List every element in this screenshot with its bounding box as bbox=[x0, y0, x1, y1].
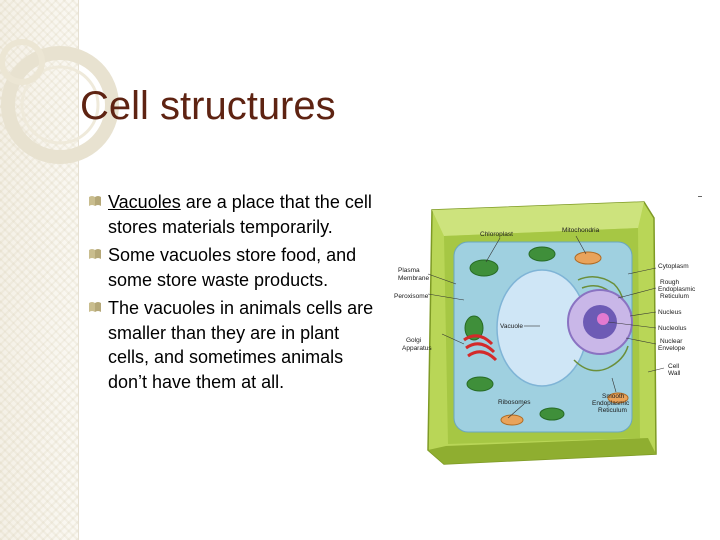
label-smooth-er: Smooth bbox=[602, 393, 625, 400]
label-mitochondria: Mitochondria bbox=[562, 227, 600, 234]
bullet-item: Vacuoles are a place that the cell store… bbox=[88, 190, 384, 239]
diagram-labels: Chloroplast Mitochondria Plasma Membrane… bbox=[394, 227, 696, 414]
label-rough-er: Reticulum bbox=[660, 293, 689, 300]
chloroplasts bbox=[464, 246, 565, 421]
bullet-list: Vacuoles are a place that the cell store… bbox=[88, 190, 384, 398]
label-chloroplast: Chloroplast bbox=[480, 231, 513, 238]
label-smooth-er: Reticulum bbox=[598, 407, 627, 414]
decorative-circles bbox=[0, 39, 119, 164]
label-vacuole: Vacuole bbox=[500, 323, 523, 330]
side-divider-line bbox=[78, 0, 79, 540]
mitochondria bbox=[500, 251, 629, 426]
label-golgi: Golgi bbox=[406, 337, 421, 344]
book-bullet-icon bbox=[89, 196, 101, 206]
bullet-term: Vacuoles bbox=[108, 192, 181, 212]
bullet-text: The vacuoles in animals cells are smalle… bbox=[108, 298, 374, 392]
bullet-text: Some vacuoles store food, and some store… bbox=[108, 245, 357, 290]
label-nucleolus: Nucleolus bbox=[658, 325, 687, 332]
label-peroxisome: Peroxisome bbox=[394, 293, 429, 300]
plant-cell-diagram: Chloroplast Mitochondria Plasma Membrane… bbox=[394, 201, 696, 465]
book-bullet-icon bbox=[89, 249, 101, 259]
bullet-item: Some vacuoles store food, and some store… bbox=[88, 243, 384, 292]
label-nuclear-envelope: Nuclear bbox=[660, 338, 683, 345]
label-smooth-er: Endoplasmic bbox=[592, 400, 630, 407]
label-cytoplasm: Cytoplasm bbox=[658, 263, 689, 270]
golgi-apparatus bbox=[463, 334, 498, 362]
small-mark bbox=[698, 196, 702, 197]
label-plasma-membrane: Plasma bbox=[398, 267, 420, 274]
label-cell-wall: Cell bbox=[668, 363, 680, 370]
book-bullet-icon bbox=[89, 302, 101, 312]
label-rough-er: Endoplasmic bbox=[658, 286, 696, 293]
nucleus bbox=[567, 289, 633, 355]
label-cell-wall: Wall bbox=[668, 370, 681, 377]
label-plasma-membrane: Membrane bbox=[398, 275, 429, 282]
label-ribosomes: Ribosomes bbox=[498, 399, 531, 406]
slide-title: Cell structures bbox=[80, 84, 336, 128]
label-nuclear-envelope: Envelope bbox=[658, 345, 685, 352]
bullet-item: The vacuoles in animals cells are smalle… bbox=[88, 296, 384, 394]
label-golgi: Apparatus bbox=[402, 345, 432, 352]
leader-lines bbox=[427, 235, 665, 419]
label-nucleus: Nucleus bbox=[658, 309, 682, 316]
bullet-text: are a place that the cell stores materia… bbox=[108, 192, 372, 237]
label-rough-er: Rough bbox=[660, 279, 680, 286]
